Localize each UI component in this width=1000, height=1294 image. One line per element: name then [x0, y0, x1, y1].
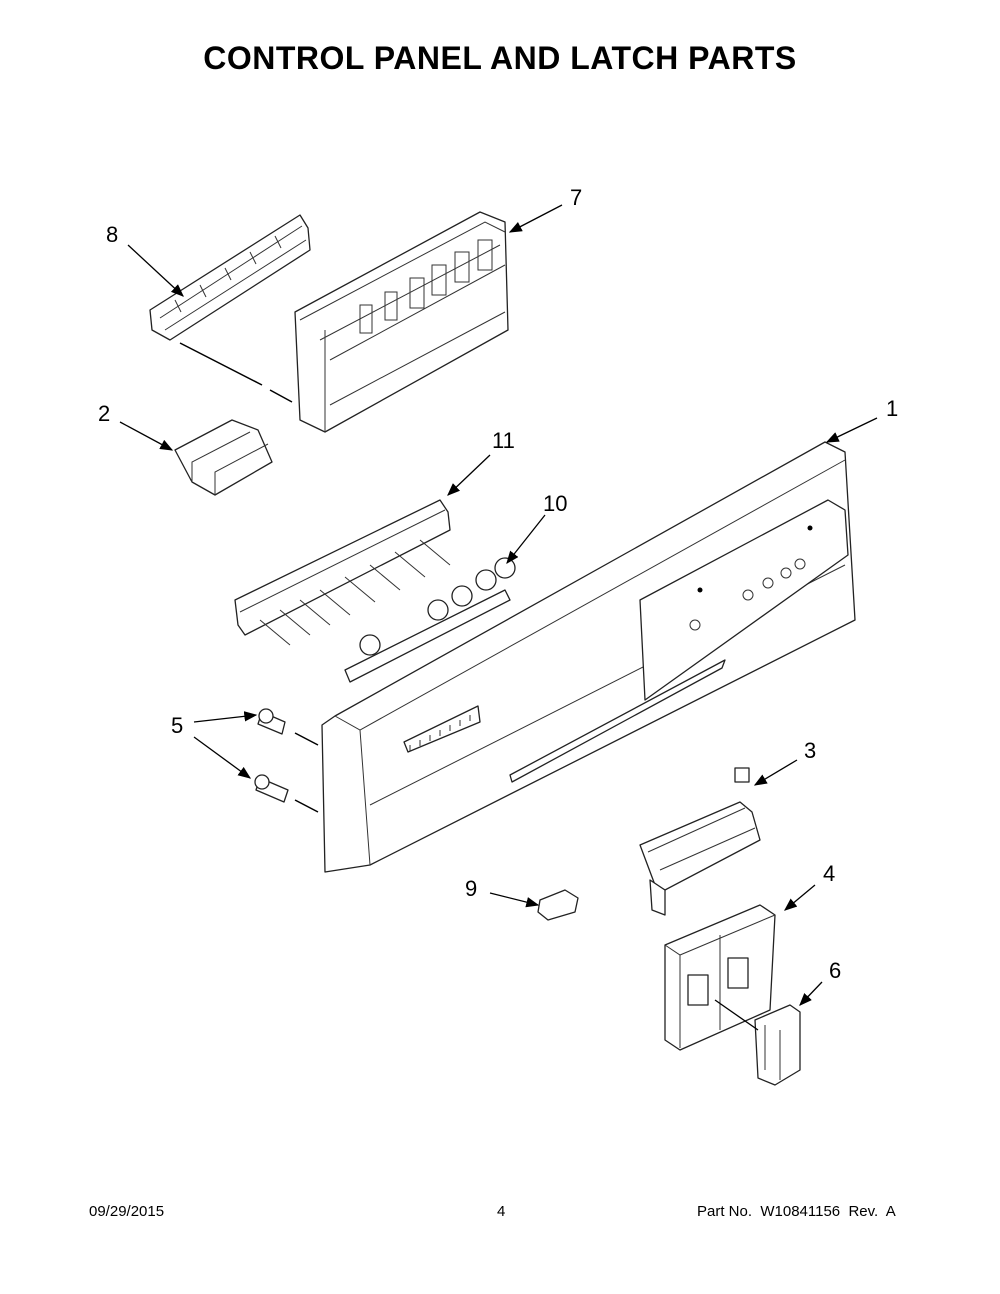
callout-11: 11 [492, 428, 515, 453]
callout-4: 4 [823, 861, 835, 886]
part-3-latch-bracket [639, 767, 761, 916]
callout-5: 5 [171, 713, 183, 738]
footer-page-number: 4 [497, 1203, 506, 1220]
assembly-line [294, 799, 319, 813]
callout-7: 7 [570, 185, 582, 210]
callout-8: 8 [106, 222, 118, 247]
part-7-control-board [294, 211, 509, 433]
footer-part-number: Part No. W10841156 Rev. A [697, 1203, 896, 1220]
part-4-latch-assembly [664, 904, 776, 1051]
assembly-line [269, 389, 293, 403]
footer-date: 09/29/2015 [89, 1203, 165, 1220]
part-5-screws [254, 708, 289, 803]
callout-arrows [119, 204, 878, 1006]
part-2-bracket [174, 419, 273, 496]
assembly-line [294, 732, 319, 746]
part-10-buttons [359, 557, 516, 656]
part-11-button-housing [234, 499, 511, 683]
part-1-control-panel [321, 441, 856, 873]
part-9-switch [537, 889, 579, 921]
callout-6: 6 [829, 958, 841, 983]
callout-2: 2 [98, 401, 110, 426]
callout-3: 3 [804, 738, 816, 763]
page-title: CONTROL PANEL AND LATCH PARTS [203, 40, 797, 76]
callout-9: 9 [465, 876, 477, 901]
assembly-line [179, 342, 263, 386]
callout-10: 10 [543, 491, 567, 516]
part-8-bracket [149, 214, 311, 341]
part-6-clip [714, 999, 801, 1086]
callout-1: 1 [886, 396, 898, 421]
